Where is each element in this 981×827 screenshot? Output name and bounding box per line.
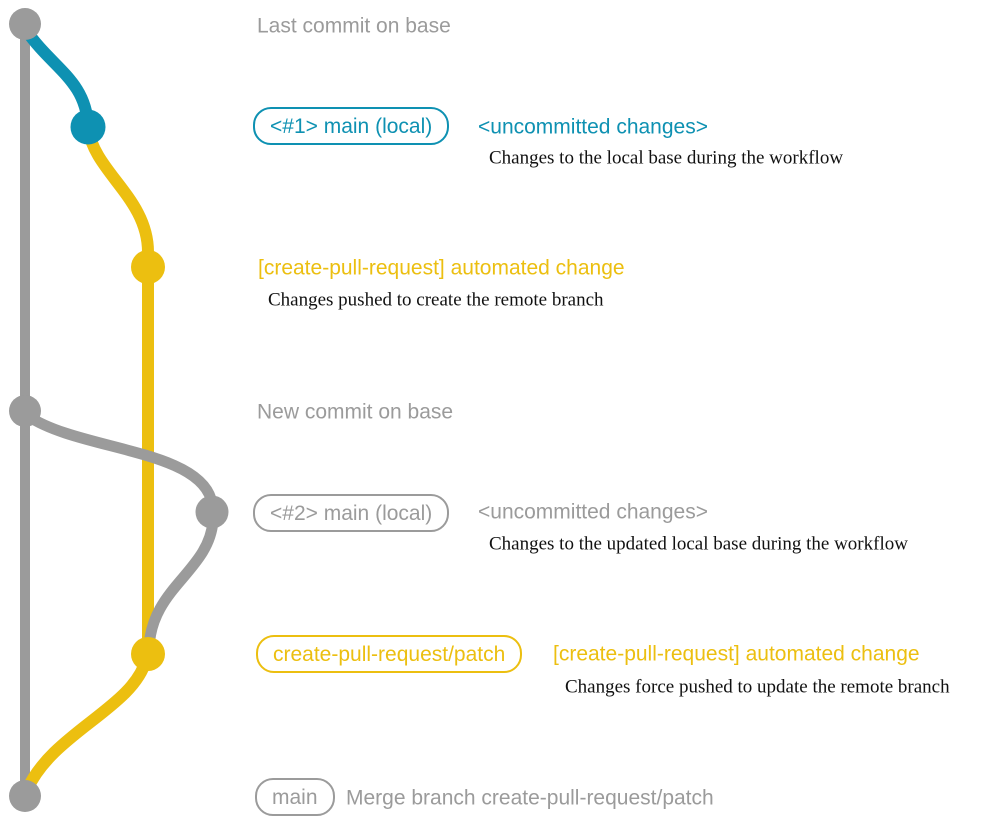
commit-dot-automated-change-1 xyxy=(131,250,165,284)
branch-badge-main-local-2: <#2> main (local) xyxy=(253,494,450,532)
branch-badge-main-local-1: <#1> main (local) xyxy=(253,107,450,145)
note-changes-force-pushed: Changes force pushed to update the remot… xyxy=(565,676,950,698)
updated-base-curve-in xyxy=(143,515,219,656)
note-updated-local-base-changes: Changes to the updated local base during… xyxy=(489,533,908,555)
merge-branch-curve xyxy=(21,654,152,796)
local-branch-curve xyxy=(20,24,94,132)
commit-dot-last-base xyxy=(9,8,41,40)
commit-dot-merge xyxy=(9,780,41,812)
label-new-commit-on-base: New commit on base xyxy=(257,400,454,424)
remote-branch-line xyxy=(82,122,154,660)
label-automated-change-2: [create-pull-request] automated change xyxy=(553,642,920,666)
label-uncommitted-changes-1: <uncommitted changes> xyxy=(478,115,708,139)
label-merge-branch: Merge branch create-pull-request/patch xyxy=(346,786,714,810)
commit-dot-new-base xyxy=(9,395,41,427)
commit-dot-main-local-2 xyxy=(195,495,229,529)
note-changes-pushed: Changes pushed to create the remote bran… xyxy=(268,289,604,311)
label-last-commit-on-base: Last commit on base xyxy=(257,14,451,38)
label-uncommitted-changes-2: <uncommitted changes> xyxy=(478,500,708,524)
branch-badge-create-pull-request-patch: create-pull-request/patch xyxy=(256,635,523,673)
commit-dot-main-local-1 xyxy=(70,109,106,145)
updated-base-curve-out xyxy=(22,410,217,505)
label-automated-change-1: [create-pull-request] automated change xyxy=(258,256,625,280)
note-local-base-changes: Changes to the local base during the wor… xyxy=(489,147,844,169)
commit-dot-automated-change-2 xyxy=(131,637,165,671)
branch-badge-main: main xyxy=(255,778,335,816)
